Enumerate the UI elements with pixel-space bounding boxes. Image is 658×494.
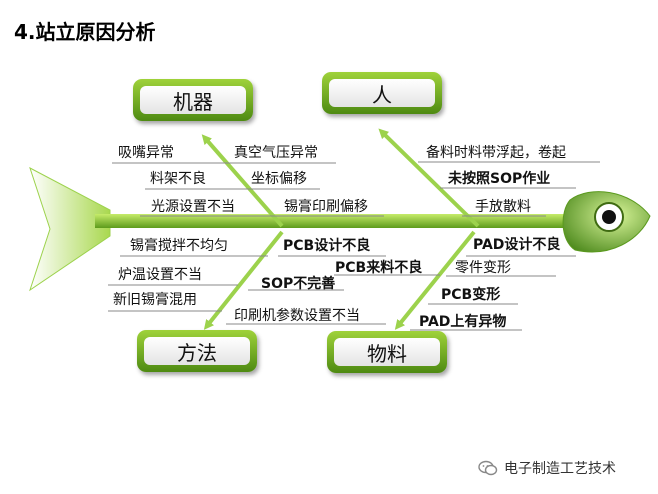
cause-material: PAD设计不良 xyxy=(473,237,561,253)
bone-material xyxy=(394,230,476,330)
cause-method: 新旧锡膏混用 xyxy=(113,292,197,308)
bone-method xyxy=(203,230,284,330)
cause-man: 手放散料 xyxy=(475,199,531,215)
fish-eye-icon xyxy=(594,202,624,232)
cause-machine: 吸嘴异常 xyxy=(118,145,174,161)
cause-machine: 料架不良 xyxy=(150,171,206,187)
cause-material: PAD上有异物 xyxy=(419,314,507,330)
cause-method: 印刷机参数设置不当 xyxy=(234,308,360,324)
cause-machine: 坐标偏移 xyxy=(251,171,307,187)
cause-material: 零件变形 xyxy=(455,260,511,276)
cause-machine: 真空气压异常 xyxy=(234,145,318,161)
cause-method: 锡膏搅拌不均匀 xyxy=(130,238,228,254)
cause-method: 炉温设置不当 xyxy=(118,267,202,283)
cause-man: 未按照SOP作业 xyxy=(448,171,551,187)
category-box-material: 物料 xyxy=(327,331,447,373)
category-label-machine: 机器 xyxy=(140,86,246,114)
page-title: 4.站立原因分析 xyxy=(14,20,156,44)
category-label-method: 方法 xyxy=(144,337,250,365)
cause-material: PCB变形 xyxy=(441,287,501,303)
fish-tail xyxy=(29,166,111,292)
category-box-man: 人 xyxy=(322,72,442,114)
category-label-man: 人 xyxy=(329,79,435,107)
category-label-material: 物料 xyxy=(334,338,440,366)
bone-machine xyxy=(201,134,284,228)
fish-spine xyxy=(95,214,575,228)
category-box-method: 方法 xyxy=(137,330,257,372)
cause-method: PCB设计不良 xyxy=(283,238,371,254)
cause-method: SOP不完善 xyxy=(261,276,336,292)
watermark-text: 电子制造工艺技术 xyxy=(504,461,616,477)
wechat-icon xyxy=(478,460,498,476)
watermark: 电子制造工艺技术 xyxy=(478,458,616,478)
category-box-machine: 机器 xyxy=(133,79,253,121)
cause-machine: 光源设置不当 xyxy=(151,199,235,215)
cause-material: PCB来料不良 xyxy=(335,260,423,276)
cause-man: 备料时料带浮起，卷起 xyxy=(426,145,566,161)
cause-machine: 锡膏印刷偏移 xyxy=(284,199,368,215)
bone-man xyxy=(378,128,480,228)
